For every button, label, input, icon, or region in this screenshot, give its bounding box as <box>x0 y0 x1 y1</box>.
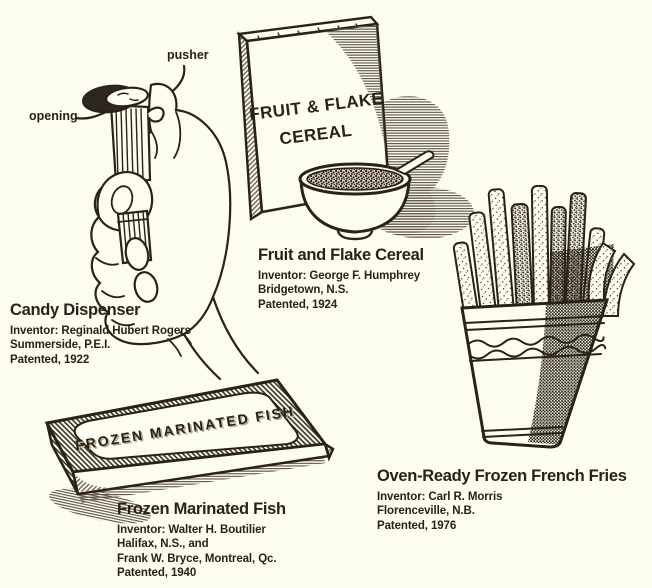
callout-opening: opening <box>29 109 78 123</box>
fish-box-right-end <box>322 441 335 462</box>
caption-frozen-marinated-fish: Frozen Marinated Fish Inventor: Walter H… <box>117 500 286 580</box>
spoon <box>393 150 435 176</box>
invention-detail: Bridgetown, N.S. <box>258 284 349 297</box>
fingertip <box>133 271 159 303</box>
caption-french-fries: Oven-Ready Frozen French Fries Inventor:… <box>377 467 627 533</box>
invention-detail: Patented, 1924 <box>258 298 338 311</box>
invention-detail: Florenceville, N.B. <box>377 505 475 518</box>
index-fingertip <box>146 106 165 123</box>
fish-box-plate <box>73 391 299 460</box>
invention-title: Fruit and Flake Cereal <box>258 246 424 264</box>
invention-title: Candy Dispenser <box>10 301 141 319</box>
fry-bent <box>587 241 617 313</box>
caption-candy-dispenser: Candy Dispenser Inventor: Reginald Huber… <box>10 301 191 367</box>
dispenser-tube-upper <box>109 103 152 185</box>
french-fries-illustration <box>452 184 636 449</box>
invention-title: Oven-Ready Frozen French Fries <box>377 467 627 485</box>
fish-box-illustration: FROZEN MARINATED FISH FROZEN MARINATED F… <box>44 378 335 524</box>
fry <box>530 184 550 318</box>
invention-detail: Patented, 1976 <box>377 519 457 532</box>
invention-detail: Inventor: Carl R. Morris <box>377 491 503 503</box>
invention-detail: Patented, 1940 <box>117 566 197 579</box>
fry <box>510 202 534 318</box>
invention-detail: Halifax, N.S., and <box>117 538 209 551</box>
pusher-cap-top <box>105 86 149 108</box>
cereal-in-bowl <box>306 167 404 191</box>
caption-fruit-flake-cereal: Fruit and Flake Cereal Inventor: George … <box>258 246 424 312</box>
bowl-foot <box>336 229 374 241</box>
wrist-line <box>211 295 260 375</box>
fry-bent <box>601 252 636 317</box>
invention-detail: Frank W. Bryce, Montreal, Qc. <box>117 552 277 565</box>
fish-box-shadow <box>49 488 151 524</box>
fingertip <box>124 237 150 271</box>
invention-title: Frozen Marinated Fish <box>117 500 286 518</box>
invention-detail: Patented, 1922 <box>10 353 90 366</box>
invention-detail: Inventor: Reginald Hubert Rogers <box>10 325 191 337</box>
invention-detail: Summerside, P.E.I. <box>10 339 111 352</box>
callout-pusher: pusher <box>167 48 209 62</box>
invention-detail: Inventor: George F. Humphrey <box>258 270 421 282</box>
cereal-box-illustration: FRUIT & FLAKE CEREAL <box>236 15 474 241</box>
invention-detail: Inventor: Walter H. Boutilier <box>117 524 266 536</box>
candy-dispenser-illustration <box>74 64 260 381</box>
